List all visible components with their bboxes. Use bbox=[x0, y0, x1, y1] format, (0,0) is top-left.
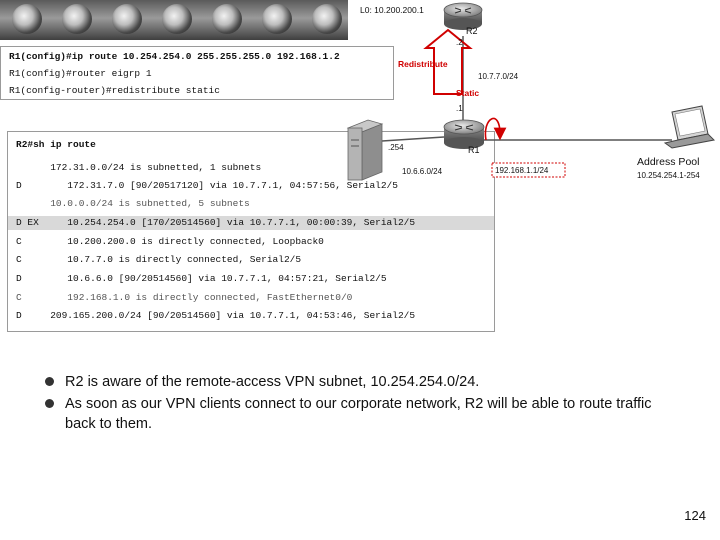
redistribute-arrow bbox=[423, 28, 473, 95]
r1-r2-network-label: 10.7.7.0/24 bbox=[478, 72, 519, 81]
server-interface-label: .254 bbox=[388, 143, 404, 152]
cli-line: R1(config-router)#redistribute static bbox=[9, 85, 220, 96]
cli-line: C 192.168.1.0 is directly connected, Fas… bbox=[16, 292, 353, 303]
cli-line: D 10.6.6.0 [90/20514560] via 10.7.7.1, 0… bbox=[16, 273, 387, 284]
r2-route-table-cli: R2#sh ip route 172.31.0.0/24 is subnette… bbox=[7, 131, 495, 332]
bullet-text: As soon as our VPN clients connect to ou… bbox=[65, 396, 652, 432]
vpn-subnet-label: 192.168.1.1/24 bbox=[495, 166, 549, 175]
bullet-list: R2 is aware of the remote-access VPN sub… bbox=[45, 372, 685, 436]
cli-line: R1(config)#router eigrp 1 bbox=[9, 68, 152, 79]
page-number: 124 bbox=[684, 508, 706, 523]
r1-config-cli: R1(config)#ip route 10.254.254.0 255.255… bbox=[0, 46, 394, 100]
header-banner bbox=[0, 0, 348, 40]
r1-interface-label: .1 bbox=[456, 104, 463, 113]
cli-line: D 209.165.200.0/24 [90/20514560] via 10.… bbox=[16, 310, 416, 321]
address-pool-range: 10.254.254.1-254 bbox=[637, 171, 700, 180]
decorative-disc bbox=[312, 4, 342, 34]
r2-interface-label: .2 bbox=[456, 38, 463, 47]
decorative-disc bbox=[112, 4, 142, 34]
decorative-disc bbox=[262, 4, 292, 34]
laptop-icon bbox=[663, 105, 716, 149]
redistribute-label: Redistribute bbox=[398, 59, 448, 69]
static-label: Static bbox=[456, 88, 480, 98]
address-pool-title: Address Pool bbox=[637, 156, 700, 168]
bullet-item: As soon as our VPN clients connect to ou… bbox=[45, 394, 685, 434]
server-icon bbox=[346, 119, 384, 181]
decorative-disc bbox=[162, 4, 192, 34]
bullet-dot-icon bbox=[45, 399, 54, 408]
cli-line: 10.0.0.0/24 is subnetted, 5 subnets bbox=[16, 198, 250, 209]
cli-line: C 10.7.7.0 is directly connected, Serial… bbox=[16, 254, 302, 265]
vpn-subnet-callout bbox=[491, 162, 566, 178]
ethernet-link-server bbox=[381, 136, 445, 142]
static-route-arrow bbox=[484, 117, 507, 141]
cli-line: 172.31.0.0/24 is subnetted, 1 subnets bbox=[16, 162, 262, 173]
cli-line: D EX 10.254.254.0 [170/20514560] via 10.… bbox=[16, 217, 416, 228]
cli-line: C 10.200.200.0 is directly connected, Lo… bbox=[16, 236, 324, 247]
decorative-disc bbox=[212, 4, 242, 34]
bullet-text: R2 is aware of the remote-access VPN sub… bbox=[65, 374, 480, 390]
bullet-dot-icon bbox=[45, 377, 54, 386]
router-r1 bbox=[443, 119, 485, 149]
cli-line: R1(config)#ip route 10.254.254.0 255.255… bbox=[9, 51, 340, 62]
decorative-disc bbox=[62, 4, 92, 34]
r2-name-label: R2 bbox=[466, 26, 478, 36]
highlighted-route-row bbox=[8, 216, 494, 230]
cli-line: D 172.31.7.0 [90/20517120] via 10.7.7.1,… bbox=[16, 180, 398, 191]
r2-loopback-label: L0: 10.200.200.1 bbox=[360, 5, 424, 15]
decorative-disc bbox=[12, 4, 42, 34]
cli-line: R2#sh ip route bbox=[16, 139, 96, 150]
r1-name-label: R1 bbox=[468, 145, 480, 155]
bullet-item: R2 is aware of the remote-access VPN sub… bbox=[45, 372, 685, 392]
server-network-label: 10.6.6.0/24 bbox=[402, 167, 443, 176]
router-r2 bbox=[443, 2, 483, 30]
